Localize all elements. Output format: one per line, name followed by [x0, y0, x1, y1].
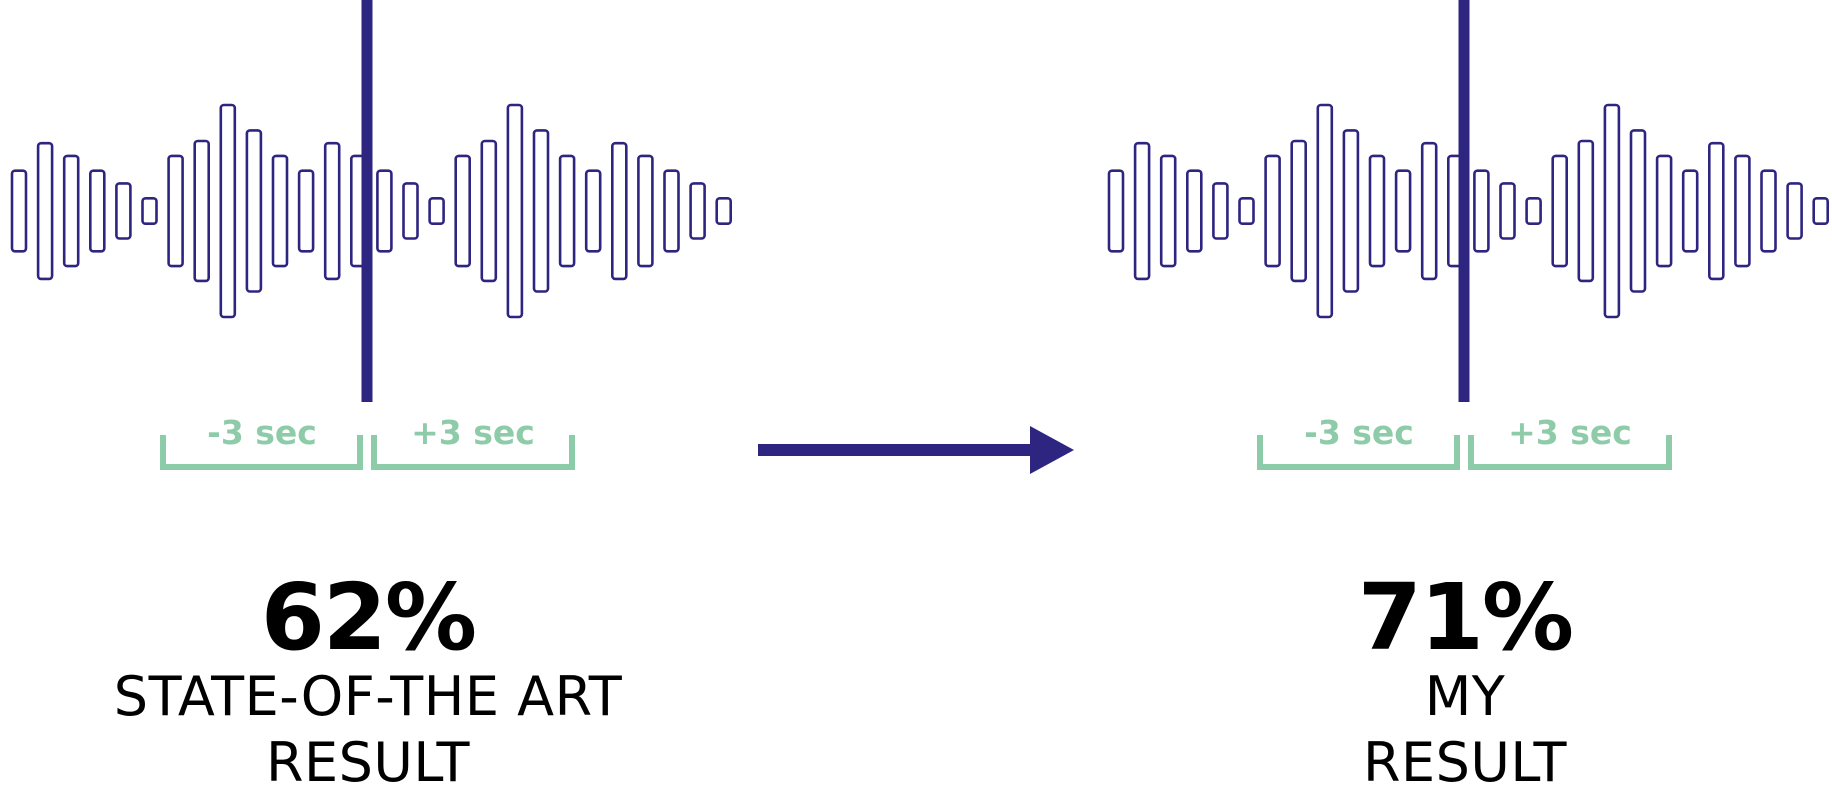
waveform-bar [1525, 197, 1542, 226]
waveform-bar [297, 169, 315, 253]
waveform-bar [1212, 182, 1229, 240]
waveform-bar [36, 141, 54, 281]
waveform-bar [1133, 141, 1151, 281]
waveform-bar [584, 169, 602, 253]
bracket-before [160, 435, 363, 470]
waveform-bar [1603, 103, 1621, 319]
waveform-bar [1681, 169, 1699, 253]
waveform-bar [454, 154, 472, 268]
waveform-bar [1394, 169, 1412, 253]
waveform-bar [558, 154, 576, 268]
window-before-label: -3 sec [207, 413, 317, 452]
waveform-bar [1368, 154, 1386, 268]
waveform-bar [1473, 169, 1490, 253]
waveform-bar [219, 103, 237, 319]
waveform-bar [1290, 139, 1307, 283]
waveform-bar [271, 154, 289, 268]
waveform-bar [115, 182, 132, 240]
waveform-bar [480, 139, 498, 283]
waveform-bar [376, 169, 393, 253]
waveform-bar [10, 169, 28, 253]
bracket-after [1468, 435, 1672, 470]
waveform-bar [715, 197, 733, 226]
waveform-bar [323, 141, 341, 281]
percentage-value: 71% [1357, 564, 1574, 671]
percentage-value: 62% [260, 564, 477, 671]
waveform-bar [532, 129, 550, 293]
waveform-bar [428, 197, 445, 226]
waveform-bar [506, 103, 524, 319]
waveform-bar [1786, 182, 1803, 240]
window-after-label: +3 sec [1508, 413, 1632, 452]
waveform-bar [637, 154, 654, 268]
waveform-bar [1238, 197, 1255, 226]
caption-line-1: STATE-OF-THE ART [113, 665, 623, 728]
waveform-bar [1499, 182, 1516, 240]
waveform-bar [1629, 129, 1647, 293]
waveform-bar [167, 154, 184, 268]
waveform-bar [1316, 103, 1334, 319]
waveform-bar [663, 169, 680, 253]
waveform-bar [245, 129, 263, 293]
waveform-bar [1107, 169, 1125, 253]
waveform-bar [1264, 154, 1281, 268]
caption-line-2: RESULT [1362, 731, 1568, 794]
bracket-after [371, 435, 575, 470]
waveform-bar [1812, 197, 1829, 226]
waveform-bar [1734, 154, 1751, 268]
window-after-label: +3 sec [411, 413, 535, 452]
waveform-bar [610, 141, 628, 281]
result-block-left: 62% STATE-OF-THE ART RESULT [0, 572, 748, 796]
waveform-bar [1577, 139, 1595, 283]
waveform-bar [1760, 169, 1777, 253]
waveform [1107, 103, 1829, 319]
waveform-bar [402, 182, 419, 240]
caption-line-2: RESULT [265, 731, 471, 794]
waveform-bar [1551, 154, 1568, 268]
waveform-bar [1159, 154, 1177, 268]
waveform-bar [62, 154, 80, 268]
panel-my-result: -3 sec +3 sec [1107, 0, 1829, 470]
panel-state-of-the-art: -3 sec +3 sec [10, 0, 733, 470]
waveform-bar [1186, 169, 1203, 253]
waveform-bar [193, 139, 210, 283]
waveform-bar [141, 197, 158, 226]
caption-line-1: MY [1424, 665, 1506, 728]
bracket-before [1257, 435, 1460, 470]
waveform-bar [1420, 141, 1438, 281]
waveform-bar [1655, 154, 1673, 268]
arrow-right-icon [758, 426, 1074, 474]
waveform-bar [689, 182, 706, 240]
window-before-label: -3 sec [1304, 413, 1414, 452]
waveform-bar [1708, 141, 1725, 281]
result-block-right: 71% MY RESULT [1085, 572, 1832, 796]
waveform-bar [1342, 129, 1360, 293]
waveform-bar [89, 169, 106, 253]
waveform [10, 103, 733, 319]
